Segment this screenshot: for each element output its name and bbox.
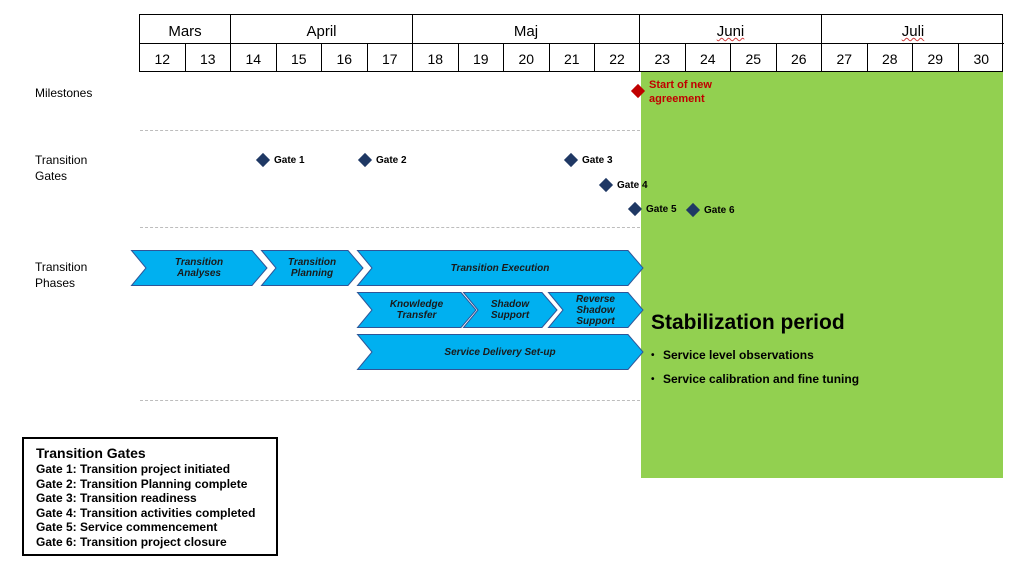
phase-label-service-delivery: Service Delivery Set-up <box>444 346 556 358</box>
gate-diamond-icon <box>255 152 271 168</box>
week-cell: 29 <box>913 44 959 72</box>
week-cell: 22 <box>595 44 640 72</box>
gate-label: Gate 2 <box>376 154 407 166</box>
stabilization-area <box>641 72 1003 478</box>
week-cell: 27 <box>822 44 868 72</box>
gate-label: Gate 4 <box>617 179 648 191</box>
gate-diamond-icon <box>598 177 614 193</box>
gate-label: Gate 1 <box>274 154 305 166</box>
week-cell: 24 <box>686 44 731 72</box>
week-cell: 12 <box>140 44 186 72</box>
legend-item: Gate 2: Transition Planning complete <box>36 476 248 491</box>
week-cell: 25 <box>731 44 777 72</box>
legend-item: Gate 1: Transition project initiated <box>36 462 231 476</box>
week-cell: 19 <box>459 44 504 72</box>
gate-6-marker: Gate 6 <box>685 202 735 218</box>
gate-5-marker: Gate 5 <box>627 201 677 217</box>
legend-item: Gate 3: Transition readiness <box>36 491 197 506</box>
stabilization-bullet: •Service level observations <box>651 348 814 362</box>
week-cell: 14 <box>231 44 277 72</box>
month-juli: Juli <box>822 15 1004 44</box>
week-cell: 23 <box>640 44 686 72</box>
chevron-transition-planning <box>260 250 364 286</box>
week-cell: 20 <box>504 44 550 72</box>
gate-2-marker: Gate 2 <box>357 152 407 168</box>
gate-diamond-icon <box>563 152 579 168</box>
gate-4-marker: Gate 4 <box>598 177 648 193</box>
month-mars: Mars <box>140 15 231 44</box>
gate-3-marker: Gate 3 <box>563 152 613 168</box>
gate-label: Gate 3 <box>582 154 613 166</box>
legend-item: Gate 5: Service commencement <box>36 520 218 535</box>
bullet-icon: • <box>651 374 655 385</box>
legend-item: Gate 4: Transition activities completed <box>36 505 256 520</box>
month-maj: Maj <box>413 15 640 44</box>
week-cell: 15 <box>277 44 322 72</box>
chevron-reverse-shadow-support <box>547 292 644 328</box>
chevron-service-delivery-setup <box>356 334 644 370</box>
timeline-grid: Mars April Maj Juni Juli 12 13 14 15 16 … <box>139 14 1004 72</box>
gate-diamond-icon <box>685 202 701 218</box>
chevron-shadow-support <box>462 292 558 328</box>
row-separator <box>140 130 640 131</box>
gate-diamond-icon <box>627 201 643 217</box>
gate-diamond-icon <box>357 152 373 168</box>
month-april: April <box>231 15 413 44</box>
stabilization-title: Stabilization period <box>651 311 845 334</box>
week-cell: 28 <box>868 44 913 72</box>
week-cell: 18 <box>413 44 459 72</box>
row-label-milestones: Milestones <box>35 86 93 100</box>
month-juni: Juni <box>640 15 822 44</box>
gates-legend: Transition Gates Gate 1: Transition proj… <box>22 437 278 556</box>
row-separator <box>140 400 640 401</box>
legend-title: Transition Gates <box>36 445 146 461</box>
phase-label-execution: Transition Execution <box>450 262 550 274</box>
chevron-transition-execution <box>356 250 644 286</box>
week-cell: 21 <box>550 44 595 72</box>
chevron-transition-analyses <box>130 250 268 286</box>
row-separator <box>140 227 640 228</box>
chevron-knowledge-transfer <box>356 292 477 328</box>
bullet-icon: • <box>651 350 655 361</box>
week-cell: 16 <box>322 44 368 72</box>
week-cell: 26 <box>777 44 822 72</box>
gate-label: Gate 6 <box>704 204 735 216</box>
week-cell: 30 <box>973 51 990 67</box>
stabilization-bullet: •Service calibration and fine tuning <box>651 372 860 386</box>
gate-1-marker: Gate 1 <box>255 152 305 168</box>
week-cell: 13 <box>186 44 231 72</box>
week-cell: 17 <box>368 44 413 72</box>
legend-item: Gate 6: Transition project closure <box>36 534 227 549</box>
gate-label: Gate 5 <box>646 203 677 215</box>
